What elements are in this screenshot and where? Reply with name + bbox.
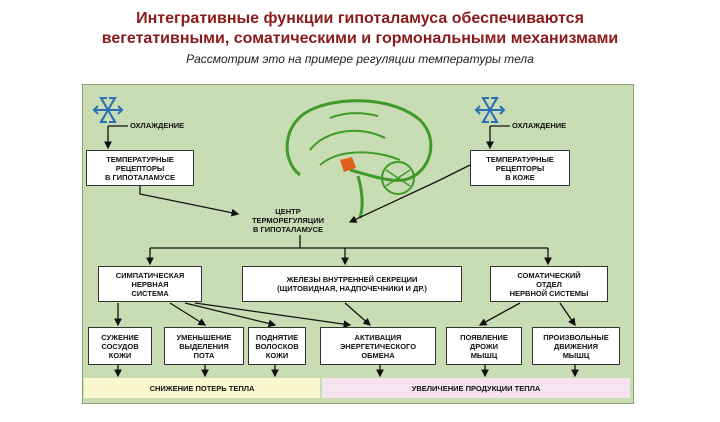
snowflake-icon bbox=[92, 97, 124, 123]
snowflake-icon bbox=[474, 97, 506, 123]
cooling-right-label: ОХЛАЖДЕНИЕ bbox=[512, 121, 567, 130]
page-title-line2: вегетативными, соматическими и гормональ… bbox=[101, 30, 619, 47]
page-subtitle: Рассмотрим это на примере регуляции темп… bbox=[186, 52, 534, 66]
heat-production-strip: УВЕЛИЧЕНИЕ ПРОДУКЦИИ ТЕПЛА bbox=[322, 378, 630, 398]
heat-loss-strip: СНИЖЕНИЕ ПОТЕРЬ ТЕПЛА bbox=[84, 378, 320, 398]
brain-illustration bbox=[285, 99, 433, 219]
endocrine-glands-box: ЖЕЛЕЗЫ ВНУТРЕННЕЙ СЕКРЕЦИИ(ЩИТОВИДНАЯ, Н… bbox=[242, 266, 462, 302]
page-title-line1: Интегративные функции гипоталамуса обесп… bbox=[136, 10, 584, 27]
hypothalamus-icon bbox=[340, 157, 356, 172]
cooling-left-label: ОХЛАЖДЕНИЕ bbox=[130, 121, 185, 130]
